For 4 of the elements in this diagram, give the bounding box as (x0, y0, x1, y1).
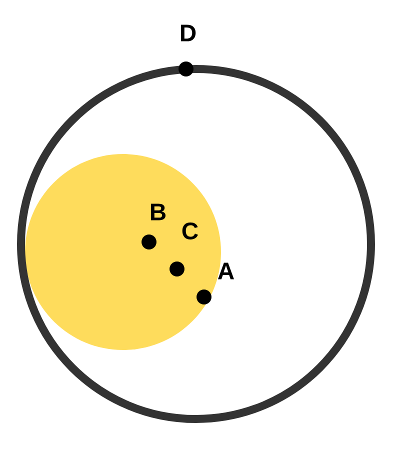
point-label: A (218, 262, 234, 280)
point-label: C (182, 222, 198, 240)
point-label: B (150, 204, 166, 220)
point-label: D (180, 24, 196, 42)
